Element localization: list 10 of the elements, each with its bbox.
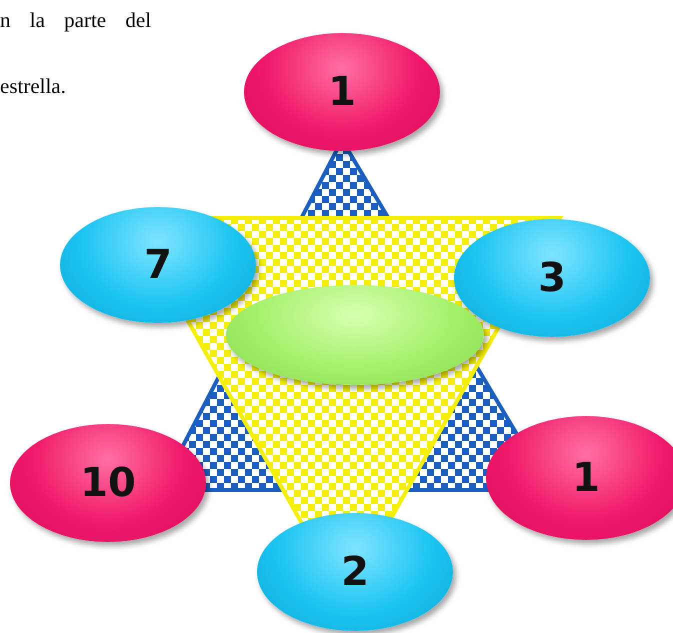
node-number: 2 xyxy=(341,552,369,592)
node-number: 1 xyxy=(572,458,600,498)
text-fragment: n la parte del xyxy=(0,8,152,33)
node-number: 7 xyxy=(144,245,172,285)
text-fragment: estrella. xyxy=(0,74,66,99)
node-number: 10 xyxy=(80,463,136,503)
node-number: 3 xyxy=(538,258,566,298)
ellipse-node xyxy=(486,416,673,540)
node-number: 1 xyxy=(328,72,356,112)
ellipse-node xyxy=(454,219,650,337)
